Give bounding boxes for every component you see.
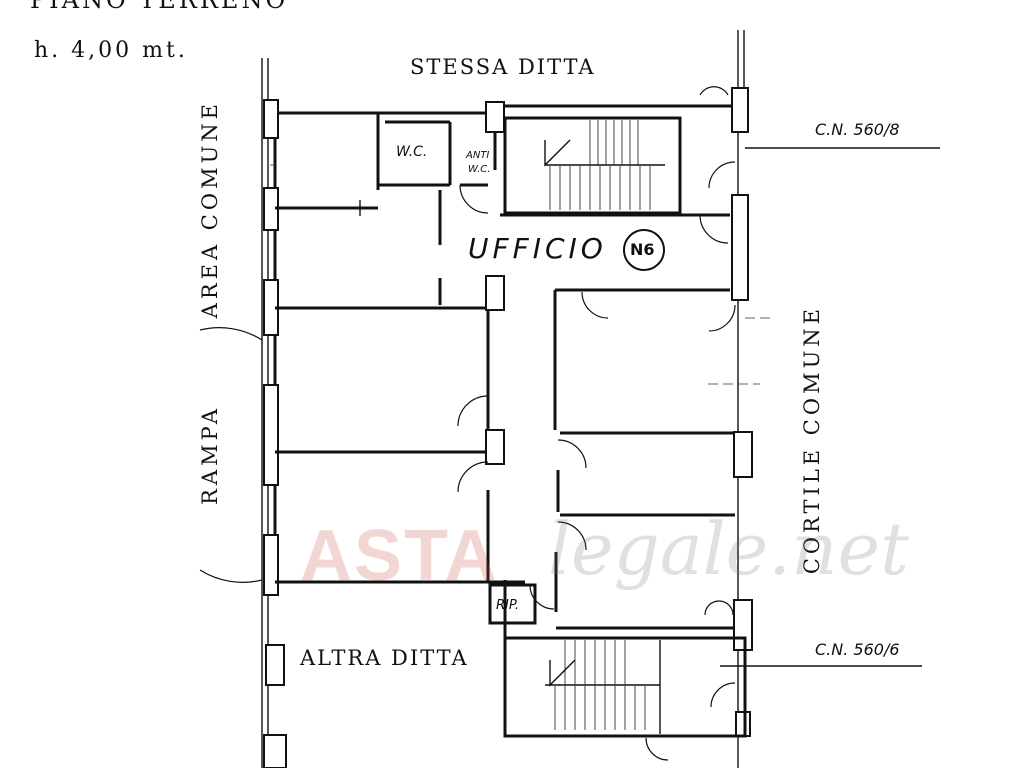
pillar-c0 [485, 101, 505, 133]
stair-treads-bottom [545, 640, 660, 730]
height-note: h. 4,00 mt. [34, 38, 188, 63]
storage-closet [488, 583, 537, 625]
cn-bottom-label: C.N. 560/6 [815, 640, 900, 659]
cn-top-label: C.N. 560/8 [815, 120, 900, 139]
north-neighbor-label: STESSA DITTA [410, 55, 596, 79]
pillar-w4 [263, 384, 279, 486]
office-label: UFFICIO [468, 232, 607, 265]
pillar-e5 [735, 711, 751, 737]
pillar-w5 [263, 534, 279, 596]
pillar-e1 [731, 87, 749, 133]
door-swings [199, 86, 736, 761]
west-area-bottom-label: RAMPA [198, 405, 222, 505]
pillar-w6 [265, 644, 285, 686]
west-area-top-label: AREA COMUNE [198, 100, 222, 319]
anti-wc-label-2: W.C. [468, 164, 491, 175]
pillar-e2 [731, 194, 749, 301]
pillar-e4 [733, 599, 753, 651]
axis-lines [270, 147, 940, 667]
pillar-c2 [485, 429, 505, 465]
pillar-e3 [733, 431, 753, 478]
wc-label: W.C. [396, 144, 428, 160]
pillar-w1 [263, 99, 279, 139]
unit-badge-label: N6 [630, 240, 655, 259]
east-area-label: CORTILE COMUNE [800, 305, 824, 575]
pillar-w7 [263, 734, 287, 768]
unit-badge-circle [623, 229, 665, 271]
anti-wc-label-1: ANTI [466, 150, 490, 161]
floor-title: PIANO TERRENO [30, 0, 289, 14]
stair-core-bottom [503, 636, 747, 738]
pillar-c1 [485, 275, 505, 311]
stair-treads-top [544, 120, 665, 210]
storage-label: RIP. [496, 598, 520, 613]
south-neighbor-label: ALTRA DITTA [300, 646, 469, 670]
